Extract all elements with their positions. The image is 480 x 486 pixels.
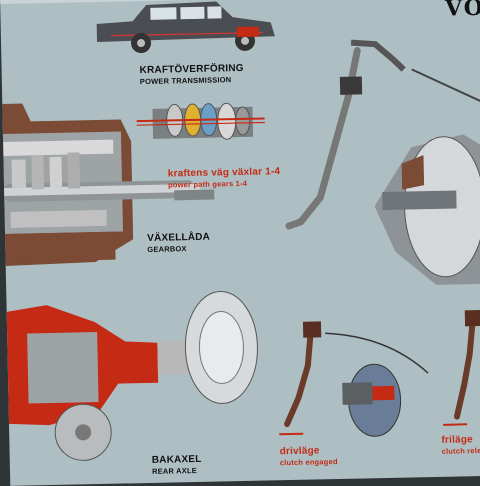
rear-axle-label: BAKAXEL REAR AXLE — [152, 454, 202, 476]
clutch-housing-illustration — [374, 134, 480, 285]
clutch-pedal-illustration — [285, 39, 480, 230]
clutch-released-pedal-illustration — [443, 309, 480, 426]
clutch-mini-housing-illustration — [342, 363, 402, 437]
gears-path-label: kraftens väg växlar 1-4 power path gears… — [168, 166, 281, 189]
gears-path-sv: kraftens väg växlar 1-4 — [167, 166, 281, 180]
gears-path-illustration — [136, 102, 265, 140]
brand-title: VOL 1 — [445, 0, 480, 39]
car-illustration — [96, 1, 275, 54]
gearbox-en: GEARBOX — [147, 244, 187, 254]
clutch-engaged-sv: drivläge — [279, 445, 320, 458]
gearbox-sv: VÄXELLÅDA — [147, 231, 211, 244]
clutch-engaged-pedal-illustration — [279, 321, 429, 436]
clutch-released-sv: friläge — [441, 434, 473, 446]
gearbox-illustration — [2, 103, 215, 266]
clutch-released-label: friläge clutch released — [441, 434, 480, 456]
power-transmission-label: KRAFTÖVERFÖRING POWER TRANSMISSION — [140, 63, 245, 86]
rear-axle-illustration — [6, 290, 258, 461]
clutch-engaged-en: clutch engaged — [279, 457, 338, 468]
clutch-engaged-label: drivläge clutch engaged — [280, 445, 338, 467]
clutch-released-en: clutch released — [441, 445, 480, 456]
rear-axle-en: REAR AXLE — [151, 465, 197, 476]
rear-axle-sv: BAKAXEL — [151, 453, 202, 466]
gearbox-label: VÄXELLÅDA GEARBOX — [147, 232, 210, 254]
brand-line-1: VOL — [444, 0, 480, 22]
power-transmission-sv: KRAFTÖVERFÖRING — [139, 62, 244, 77]
